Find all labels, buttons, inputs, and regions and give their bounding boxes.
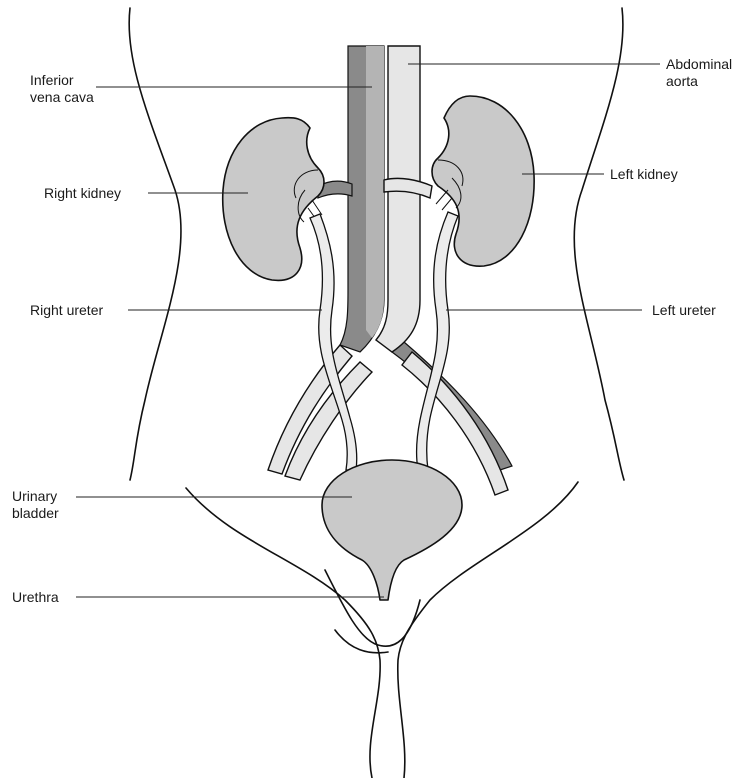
label-right-ureter: Right ureter <box>30 302 103 319</box>
left-ureter-shape <box>417 212 458 470</box>
label-left-kidney: Left kidney <box>610 166 678 183</box>
label-inferior-vena-cava-line2: vena cava <box>30 89 94 106</box>
label-urinary-bladder-line1: Urinary <box>12 488 59 505</box>
label-inferior-vena-cava: Inferior vena cava <box>30 72 94 106</box>
label-left-kidney-text: Left kidney <box>610 166 678 183</box>
label-left-ureter: Left ureter <box>652 302 716 319</box>
label-abdominal-aorta-line2: aorta <box>666 73 732 90</box>
label-right-ureter-text: Right ureter <box>30 302 103 319</box>
label-inferior-vena-cava-line1: Inferior <box>30 72 94 89</box>
label-urinary-bladder: Urinary bladder <box>12 488 59 522</box>
label-right-kidney: Right kidney <box>44 185 121 202</box>
label-abdominal-aorta-line1: Abdominal <box>666 56 732 73</box>
right-kidney-shape <box>223 118 324 281</box>
label-urinary-bladder-line2: bladder <box>12 505 59 522</box>
label-right-kidney-text: Right kidney <box>44 185 121 202</box>
label-left-ureter-text: Left ureter <box>652 302 716 319</box>
label-urethra: Urethra <box>12 589 59 606</box>
label-abdominal-aorta: Abdominal aorta <box>666 56 732 90</box>
label-urethra-text: Urethra <box>12 589 59 606</box>
urinary-bladder-shape <box>322 460 462 600</box>
